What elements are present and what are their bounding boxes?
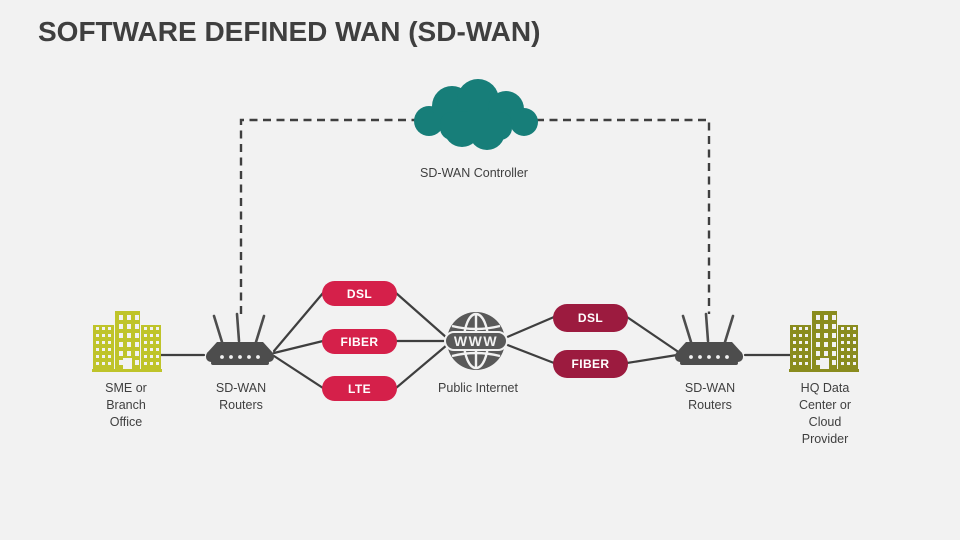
- router-leds: [220, 355, 260, 359]
- line-fiber-to-router: [625, 353, 679, 365]
- building-tower: [838, 325, 858, 369]
- line-globe-to-fiber: [503, 342, 556, 365]
- label-hq-data-center: HQ Data Center or Cloud Provider: [798, 381, 852, 446]
- line-dsl-to-globe: [394, 291, 449, 340]
- link-pill-dsl-right: DSL: [553, 304, 628, 332]
- link-pill-fiber-left: FIBER: [322, 329, 397, 354]
- connector-lines: [157, 291, 792, 390]
- building-door: [123, 358, 132, 369]
- dashed-link-right: [536, 118, 711, 314]
- label-sdwan-routers-right: SD-WAN Routers: [684, 381, 736, 412]
- building-base: [789, 369, 859, 372]
- dashed-link-left: [239, 118, 416, 314]
- label-sdwan-controller: SD-WAN Controller: [420, 166, 528, 180]
- line-router-to-lte: [272, 354, 325, 390]
- link-pill-dsl-left: DSL: [322, 281, 397, 306]
- cloud-icon: [414, 79, 538, 150]
- router-icon: [675, 312, 743, 365]
- label-public-internet: Public Internet: [438, 381, 518, 395]
- globe-www-text: WWW: [454, 333, 498, 349]
- line-dsl-to-router: [625, 315, 679, 353]
- building-icon: [789, 311, 859, 372]
- line-router-to-fiber: [272, 339, 325, 355]
- line-lte-to-globe: [394, 343, 449, 390]
- label-sdwan-routers-left: SD-WAN Routers: [215, 381, 267, 412]
- router-icon: [206, 312, 274, 365]
- building-tower: [141, 325, 161, 369]
- link-pill-fiber-right: FIBER: [553, 350, 628, 378]
- building-base: [92, 369, 162, 372]
- building-door: [820, 358, 829, 369]
- globe-icon: WWW: [444, 312, 508, 370]
- building-tower: [93, 325, 114, 369]
- building-icon: [92, 311, 162, 372]
- controller-dashed-links: [239, 118, 711, 314]
- line-router-to-dsl: [272, 291, 325, 353]
- slide-title: SOFTWARE DEFINED WAN (SD-WAN): [38, 16, 541, 47]
- building-tower: [790, 325, 811, 369]
- router-leds: [689, 355, 729, 359]
- link-pill-lte-left: LTE: [322, 376, 397, 401]
- line-globe-to-dsl: [503, 315, 556, 340]
- label-sme-branch-office: SME or Branch Office: [105, 381, 147, 429]
